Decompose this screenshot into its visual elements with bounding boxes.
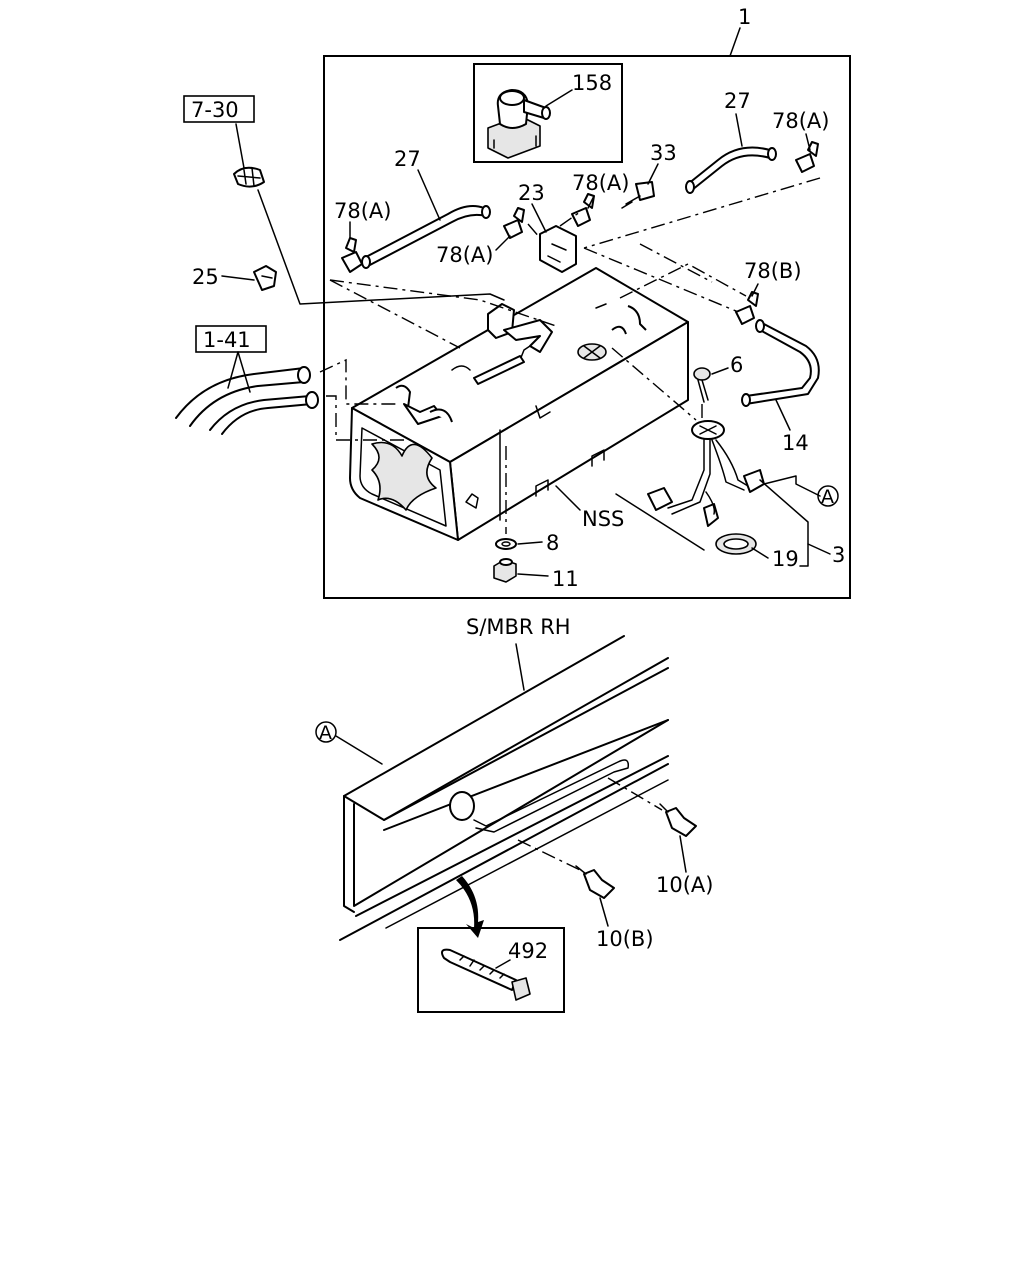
filler-neck — [395, 303, 553, 425]
part-label-78a-1: 78(A) — [334, 199, 391, 223]
fitting-78a-2 — [503, 207, 525, 239]
hose-27-left — [361, 205, 491, 269]
part-label-11: 11 — [552, 567, 579, 591]
label-smbr-rh: S/MBR RH — [466, 615, 571, 639]
part-label-3: 3 — [832, 543, 845, 567]
bracket-23 — [539, 225, 577, 273]
part-label-158: 158 — [572, 71, 612, 95]
drain-plug-11-icon — [493, 558, 517, 583]
part-label-27-right: 27 — [724, 89, 751, 113]
callout-label-a-1: A — [821, 486, 834, 508]
ref-box-1-41 — [195, 325, 267, 353]
part-label-10b: 10(B) — [596, 927, 654, 951]
ref-label-1-41: 1-41 — [203, 328, 251, 352]
fitting-78b — [735, 291, 759, 325]
fuel-cap-icon — [233, 166, 265, 188]
clip-10b-icon — [575, 865, 615, 899]
ref-box-7-30 — [183, 95, 255, 123]
gasket-19-icon — [715, 533, 757, 555]
assembly-frame — [323, 55, 851, 599]
callout-circle-a-2 — [315, 721, 337, 743]
sender-unit-3 — [647, 420, 765, 527]
part-label-8: 8 — [546, 531, 559, 555]
washer-8-icon — [495, 538, 517, 550]
inset-492-frame — [417, 927, 565, 1013]
frame-rail — [339, 635, 669, 941]
callout-circle-a-1 — [817, 485, 839, 507]
screw-33-icon — [621, 181, 655, 209]
part-label-1: 1 — [738, 5, 751, 29]
part-label-nss: NSS — [582, 507, 624, 531]
ref-label-7-30: 7-30 — [191, 98, 239, 122]
valve-158-icon — [487, 89, 551, 159]
part-label-33: 33 — [650, 141, 677, 165]
arrow-to-492 — [456, 876, 484, 938]
part-label-19: 19 — [772, 547, 799, 571]
fitting-78a-1 — [341, 237, 363, 273]
callout-label-a-2: A — [319, 722, 332, 744]
part-label-25: 25 — [192, 265, 219, 289]
part-label-78b: 78(B) — [744, 259, 802, 283]
part-label-78a-4: 78(A) — [772, 109, 829, 133]
part-label-23: 23 — [518, 181, 545, 205]
clip-10a-icon — [659, 803, 697, 837]
part-label-492: 492 — [508, 939, 548, 963]
inset-158-frame — [473, 63, 623, 163]
filter-25-icon — [253, 265, 277, 291]
fitting-78a-4 — [795, 141, 819, 173]
part-label-27-left: 27 — [394, 147, 421, 171]
hose-27-right — [685, 146, 777, 194]
part-label-78a-3: 78(A) — [572, 171, 629, 195]
fitting-78a-3 — [571, 193, 595, 227]
screw-6-icon — [693, 367, 711, 403]
hose-1-41 — [175, 358, 406, 441]
fuel-tank — [349, 267, 689, 541]
part-label-14: 14 — [782, 431, 809, 455]
part-label-10a: 10(A) — [656, 873, 713, 897]
cable-tie-492-icon — [441, 948, 531, 1001]
part-label-6: 6 — [730, 353, 743, 377]
part-label-78a-2: 78(A) — [436, 243, 493, 267]
hose-14 — [741, 319, 820, 407]
